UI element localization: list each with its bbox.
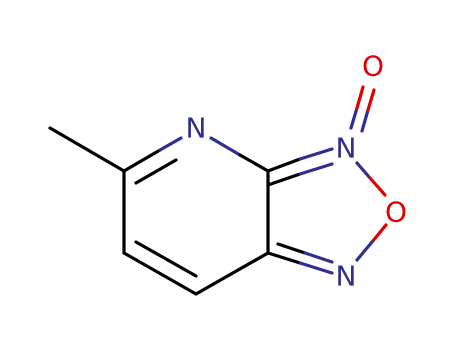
bond-c7a-n-oxide-right (298, 147, 334, 161)
bond-n-c7a-right (238, 153, 270, 173)
bond-c3a-n-bottom-left (266, 251, 302, 265)
bond-n-c7a-left (209, 136, 242, 157)
bond-n-oxide-o-exo-right-upper (366, 88, 376, 112)
bond-n-oxide-o-exo-left-lower (349, 106, 359, 130)
atom-label-o-ring: O (385, 196, 407, 229)
atom-label-n-oxide: N (336, 132, 357, 165)
bond-o-ring-n-bottom-bottom (355, 240, 374, 262)
bond-c3a-n-bottom-inner-right (303, 251, 334, 264)
atom-label-o-exo: O (362, 50, 384, 83)
bond-c6-n-right (158, 136, 183, 152)
bond-c7a-n-oxide-left (266, 157, 302, 173)
bond-c6-n-inner (134, 158, 178, 185)
bond-c6-n-left (122, 148, 162, 173)
bond-c4-c3a (194, 251, 270, 296)
bond-n-oxide-o-exo-right-lower (360, 108, 370, 133)
atom-label-n-bottom: N (336, 260, 357, 293)
bond-c7a-n-oxide-inner-right (298, 162, 334, 176)
bond-c5-c4-inner (134, 240, 198, 278)
bond-c5-c4 (122, 251, 198, 296)
bond-n-oxide-o-exo-left-upper (355, 85, 365, 110)
bond-c7a-n-oxide-inner-left (266, 172, 302, 187)
bond-c3a-n-bottom-inner-left (276, 242, 307, 255)
bond-n-oxide-o-ring-bottom (368, 176, 387, 197)
bond-o-ring-n-bottom-top (370, 223, 388, 244)
bond-c3a-n-bottom-right (298, 261, 334, 275)
bond-methyl (48, 126, 126, 173)
atom-label-n-pyridine: N (186, 112, 207, 145)
bond-n-oxide-o-ring-top (355, 161, 372, 180)
